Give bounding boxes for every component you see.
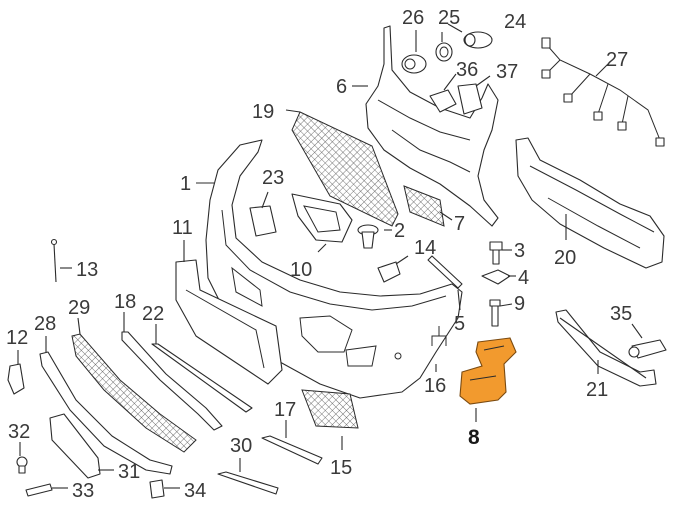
- callout-18: 18: [114, 291, 136, 313]
- callout-13: 13: [76, 259, 98, 281]
- upper-molding-part: [261, 435, 323, 465]
- bracket-part: [291, 193, 353, 243]
- callout-22: 22: [142, 303, 164, 325]
- callout-33: 33: [72, 480, 94, 502]
- license-plate-part: [49, 413, 101, 479]
- callout-12: 12: [6, 327, 28, 349]
- ring-part: [435, 42, 453, 62]
- callout-19: 19: [252, 101, 274, 123]
- long-trim-part: [121, 331, 223, 431]
- callout-labels: 1 2 3 4 5 6 7 8 9 10 11 12 13 14 15 16 1…: [6, 7, 632, 502]
- wiring-harness-part: [541, 37, 665, 147]
- corner-bracket-part: [7, 363, 25, 395]
- small-panel-part: [249, 205, 277, 237]
- leader-lines: [17, 23, 643, 489]
- screw-part: [489, 299, 501, 327]
- rod-part: [50, 238, 58, 283]
- callout-5: 5: [454, 313, 465, 335]
- callout-28: 28: [34, 313, 56, 335]
- callout-1: 1: [180, 173, 191, 195]
- upper-grille-part: [291, 111, 399, 227]
- fog-grille-part: [301, 389, 359, 429]
- callout-32: 32: [8, 421, 30, 443]
- callout-37: 37: [496, 61, 518, 83]
- mounting-bar-part: [555, 309, 657, 387]
- sensor-part: [628, 339, 667, 359]
- callout-6: 6: [336, 76, 347, 98]
- callout-3: 3: [514, 240, 525, 262]
- fastener-clip-part: [25, 483, 53, 497]
- callout-8: 8: [468, 426, 480, 449]
- plug-part: [16, 456, 28, 474]
- callout-14: 14: [414, 237, 436, 259]
- callout-26: 26: [402, 7, 424, 29]
- callout-10: 10: [290, 259, 312, 281]
- callout-35: 35: [610, 303, 632, 325]
- bumper-carrier-part: [365, 25, 499, 227]
- spoiler-part: [39, 351, 173, 475]
- nut-part: [481, 269, 511, 285]
- absorber-part: [175, 259, 283, 385]
- bolt-part: [489, 241, 503, 265]
- callout-7: 7: [454, 213, 465, 235]
- push-clip-part: [357, 224, 379, 249]
- callout-15: 15: [330, 457, 352, 479]
- callout-9: 9: [514, 293, 525, 315]
- callout-4: 4: [518, 267, 529, 289]
- callout-11: 11: [172, 217, 193, 239]
- holder-36-part: [429, 89, 457, 113]
- callout-31: 31: [118, 461, 140, 483]
- callout-20: 20: [554, 247, 576, 269]
- highlighted-bracket-part: [459, 337, 517, 405]
- callout-34: 34: [184, 480, 206, 502]
- lower-grille-part: [71, 333, 197, 453]
- mesh-insert-part: [403, 185, 445, 227]
- callout-16: 16: [424, 375, 446, 397]
- callout-30: 30: [230, 435, 252, 457]
- callout-17: 17: [274, 399, 296, 421]
- callout-25: 25: [438, 7, 460, 29]
- callout-29: 29: [68, 297, 90, 319]
- sensor-26-part: [401, 54, 427, 74]
- holder-37-part: [457, 83, 483, 115]
- bracket-clip-part: [149, 479, 165, 499]
- hook-part: [431, 326, 447, 346]
- trim-strip-part: [427, 255, 463, 289]
- reinforcement-beam-part: [515, 137, 665, 269]
- callout-23: 23: [262, 167, 284, 189]
- callout-24: 24: [504, 11, 526, 33]
- sensor-24-part: [463, 31, 493, 49]
- callout-36: 36: [456, 59, 478, 81]
- small-clip-part: [377, 261, 401, 283]
- callout-27: 27: [606, 49, 628, 71]
- molding-part: [217, 471, 279, 495]
- callout-21: 21: [586, 379, 608, 401]
- callout-2: 2: [394, 220, 405, 242]
